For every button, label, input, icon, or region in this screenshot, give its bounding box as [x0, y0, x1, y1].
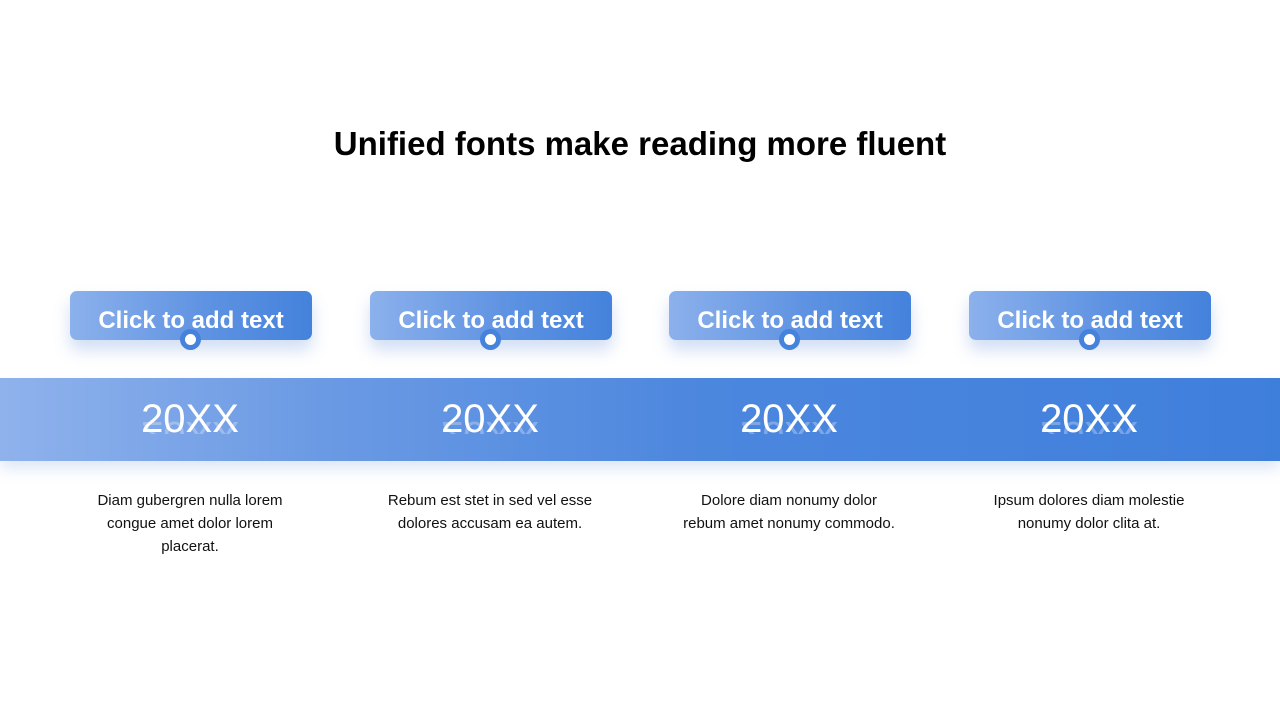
year-reflection-text: 20XX: [939, 412, 1239, 434]
connector-dot-icon: [779, 329, 800, 350]
year-reflection-text: 20XX: [639, 412, 939, 434]
year-text[interactable]: 20XX: [740, 397, 838, 441]
year-reflection: 20XX: [40, 410, 340, 434]
description-text[interactable]: Ipsum dolores diam molestie nonumy dolor…: [993, 492, 1185, 532]
year-text[interactable]: 20XX: [141, 397, 239, 441]
timeline-item: Click to add text 20XX 20XX Ipsum dolore…: [939, 0, 1239, 720]
connector-dot-icon: [1079, 329, 1100, 350]
year-text[interactable]: 20XX: [1040, 397, 1138, 441]
timeline-item: Click to add text 20XX 20XX Rebum est st…: [340, 0, 640, 720]
timeline-item: Click to add text 20XX 20XX Diam gubergr…: [40, 0, 340, 720]
description-text[interactable]: Rebum est stet in sed vel esse dolores a…: [387, 492, 593, 532]
year-reflection-text: 20XX: [40, 412, 340, 434]
year-text[interactable]: 20XX: [441, 397, 539, 441]
year-reflection: 20XX: [340, 410, 640, 434]
year-reflection: 20XX: [639, 410, 939, 434]
year-reflection-text: 20XX: [340, 412, 640, 434]
description-text[interactable]: Diam gubergren nulla lorem congue amet d…: [97, 492, 283, 555]
timeline-item: Click to add text 20XX 20XX Dolore diam …: [639, 0, 939, 720]
connector-dot-icon: [180, 329, 201, 350]
timeline-band: [0, 378, 1280, 461]
connector-dot-icon: [480, 329, 501, 350]
year-reflection: 20XX: [939, 410, 1239, 434]
description-text[interactable]: Dolore diam nonumy dolor rebum amet nonu…: [683, 492, 895, 532]
slide-title[interactable]: Unified fonts make reading more fluent: [333, 125, 947, 162]
